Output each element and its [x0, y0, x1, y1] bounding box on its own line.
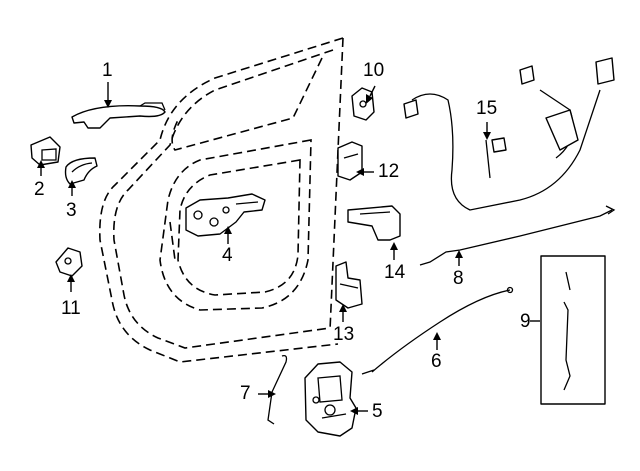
callout-13: 13: [333, 324, 355, 345]
callout-4: 4: [222, 245, 233, 266]
callout-3: 3: [66, 200, 77, 221]
lower-hinge: [335, 261, 363, 309]
callout-5: 5: [372, 401, 383, 422]
callout-7: 7: [240, 383, 251, 404]
latch-cable: [361, 286, 514, 375]
lock-rod: [267, 354, 288, 425]
callout-10: 10: [363, 60, 385, 81]
hinge-12: [337, 141, 363, 181]
striker: [55, 247, 83, 277]
upper-hinge: [351, 87, 375, 121]
callout-12: 12: [378, 161, 400, 182]
handle-bracket: [185, 193, 266, 237]
leader-lines: [37, 82, 540, 415]
door-latch: [304, 361, 357, 437]
handle-cap: [30, 136, 61, 166]
rod-inset: [540, 255, 606, 405]
callout-9: 9: [520, 311, 531, 332]
callout-6: 6: [431, 351, 442, 372]
callout-2: 2: [34, 179, 45, 200]
rear-door-outline: [98, 37, 344, 363]
actuator-rod: [419, 205, 616, 266]
wire-harness: [403, 57, 615, 211]
callout-1: 1: [102, 60, 113, 81]
check-link: [347, 205, 401, 241]
callout-14: 14: [384, 262, 406, 283]
callout-8: 8: [453, 268, 464, 289]
inside-handle: [64, 157, 98, 185]
outside-handle: [71, 102, 166, 129]
callout-11: 11: [61, 298, 81, 319]
callout-15: 15: [476, 98, 498, 119]
